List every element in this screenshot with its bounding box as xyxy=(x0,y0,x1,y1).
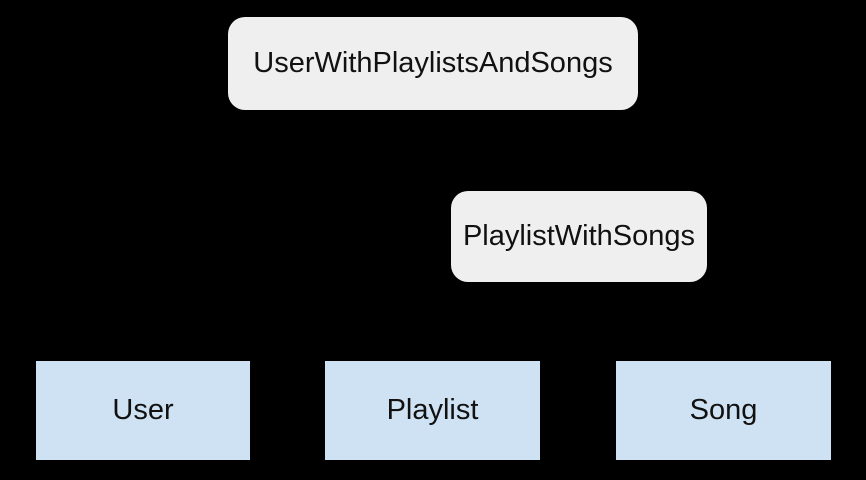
node-label-song: Song xyxy=(689,394,758,426)
node-label-user-with-playlists-and-songs: UserWithPlaylistsAndSongs xyxy=(253,47,613,79)
node-label-user: User xyxy=(112,394,174,426)
node-label-playlist-with-songs: PlaylistWithSongs xyxy=(462,220,696,252)
diagram-node-user-with-playlists-and-songs: UserWithPlaylistsAndSongs xyxy=(228,17,638,110)
node-label-playlist: Playlist xyxy=(386,394,479,426)
diagram-node-song: Song xyxy=(616,361,831,460)
diagram-node-playlist-with-songs: PlaylistWithSongs xyxy=(451,191,707,282)
diagram-node-playlist: Playlist xyxy=(325,361,540,460)
diagram-node-user: User xyxy=(36,361,250,460)
